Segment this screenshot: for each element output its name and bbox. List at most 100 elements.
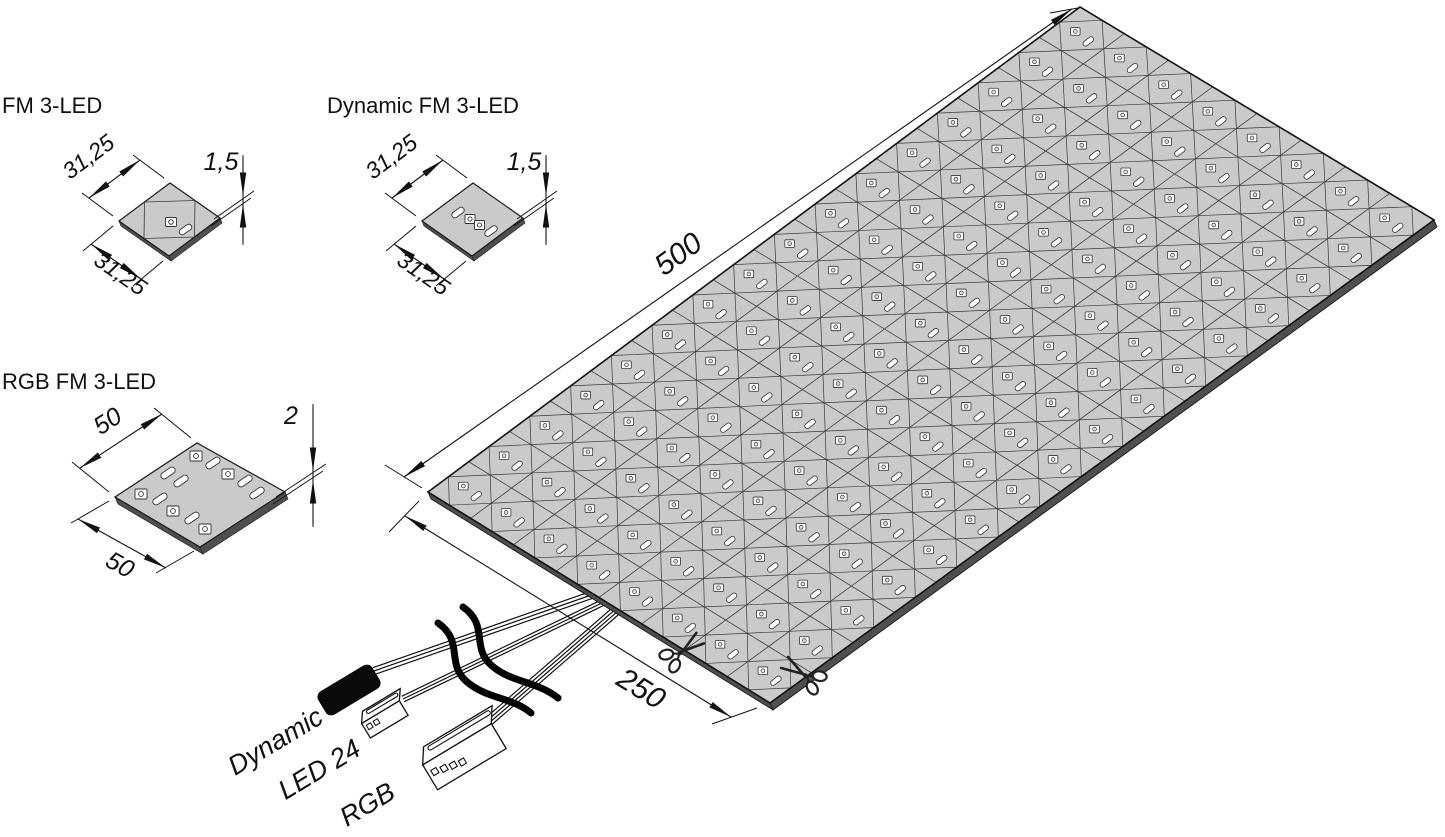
led-chip xyxy=(1073,84,1084,93)
led-chip xyxy=(1079,197,1090,207)
resistor-component xyxy=(1101,434,1114,445)
dimension-thickness: 2 xyxy=(283,402,298,430)
resistor-component xyxy=(1347,196,1360,207)
resistor-component xyxy=(1129,119,1142,131)
led-chip xyxy=(498,451,510,460)
led-chip xyxy=(707,413,719,422)
led-chip xyxy=(1082,254,1093,264)
resistor-component xyxy=(1223,286,1236,297)
rgb-components xyxy=(134,450,265,535)
resistor-component xyxy=(1126,62,1139,74)
resistor-component xyxy=(470,490,482,502)
resistor-component xyxy=(1099,377,1111,388)
resistor-component xyxy=(1097,320,1109,331)
led-chip xyxy=(964,515,976,524)
led-chip xyxy=(837,492,848,502)
led-chip xyxy=(1335,186,1346,196)
led-chip xyxy=(746,326,757,335)
led-chip xyxy=(623,417,634,426)
panel-tile xyxy=(807,528,894,587)
led-chip xyxy=(625,474,637,483)
led-chip xyxy=(1117,110,1128,120)
resistor-component xyxy=(768,619,781,630)
led-chip xyxy=(757,666,769,675)
thickness-reference-line xyxy=(275,463,327,498)
extension-line xyxy=(711,707,758,725)
led-chip xyxy=(876,405,887,415)
led-chip xyxy=(799,636,810,645)
resistor-component xyxy=(1221,229,1233,241)
led-chip xyxy=(1087,368,1098,377)
module-rgb-fm-3-led: RGB FM 3-LED 50 50 xyxy=(2,369,327,584)
led-chip xyxy=(994,201,1005,210)
led-chip xyxy=(743,269,755,279)
led-chip xyxy=(963,458,974,468)
panel-tile xyxy=(1089,146,1176,205)
panel-dimension-width: 250 xyxy=(610,661,671,716)
dimension-depth: 31,25 xyxy=(393,246,455,300)
led-chip xyxy=(1167,251,1178,260)
resistor-component xyxy=(936,554,948,566)
led-chip xyxy=(584,504,596,513)
resistor-component xyxy=(1303,169,1315,180)
resistor-component xyxy=(1094,263,1107,274)
led-chip xyxy=(840,606,851,615)
resistor-component xyxy=(1133,176,1145,187)
led-chip xyxy=(474,220,485,230)
led-chip xyxy=(668,500,680,509)
led-chip xyxy=(958,345,970,354)
led-chip xyxy=(793,466,805,475)
led-chip xyxy=(756,609,767,619)
resistor-component xyxy=(1267,313,1279,324)
cable-break-mark xyxy=(459,603,562,702)
led-chip xyxy=(754,553,766,562)
resistor-component xyxy=(249,486,265,500)
led-chip xyxy=(789,352,800,362)
led-chip xyxy=(832,379,844,388)
led-chip xyxy=(627,530,638,540)
dimension-line-depth xyxy=(77,518,167,569)
led-chip xyxy=(1047,455,1059,464)
resistor-component xyxy=(1259,142,1271,154)
panel-tile xyxy=(1099,374,1186,432)
led-chip xyxy=(165,217,177,227)
led-chip xyxy=(670,557,681,566)
resistor-component xyxy=(765,505,777,516)
extension-line xyxy=(82,225,114,252)
resistor-component xyxy=(977,524,989,535)
led-chip xyxy=(923,545,934,555)
extension-line xyxy=(388,500,420,533)
dimension-width: 31,25 xyxy=(360,129,422,184)
panel-dimension-length: 500 xyxy=(648,226,708,282)
led-chip xyxy=(835,436,846,445)
resistor-component xyxy=(1138,290,1150,301)
resistor-component xyxy=(810,588,822,600)
led-chip xyxy=(915,318,926,328)
resistor-component xyxy=(184,511,200,525)
resistor-component xyxy=(1091,207,1104,218)
led-chip xyxy=(748,383,760,392)
led-chip xyxy=(539,421,551,430)
led-chip xyxy=(784,239,795,248)
panel-tile xyxy=(721,476,808,534)
led-chip xyxy=(189,450,203,462)
led-chip xyxy=(947,118,959,127)
led-chip xyxy=(662,330,673,339)
resistor-component xyxy=(1140,347,1153,358)
resistor-component xyxy=(811,645,824,656)
resistor-component xyxy=(1018,494,1031,505)
panel-tile xyxy=(1182,313,1269,372)
led-chip xyxy=(868,235,880,245)
led-chip xyxy=(458,481,469,491)
led-chip xyxy=(797,579,808,589)
dimension-line-width xyxy=(88,159,141,199)
led-chip xyxy=(1213,334,1225,343)
led-chip xyxy=(1043,341,1054,351)
thickness-reference-line xyxy=(210,197,252,227)
led-chip xyxy=(991,144,1002,154)
extension-line xyxy=(435,154,468,179)
led-chip xyxy=(709,470,721,479)
led-chip xyxy=(1296,273,1307,283)
panel-tile xyxy=(1132,173,1220,232)
